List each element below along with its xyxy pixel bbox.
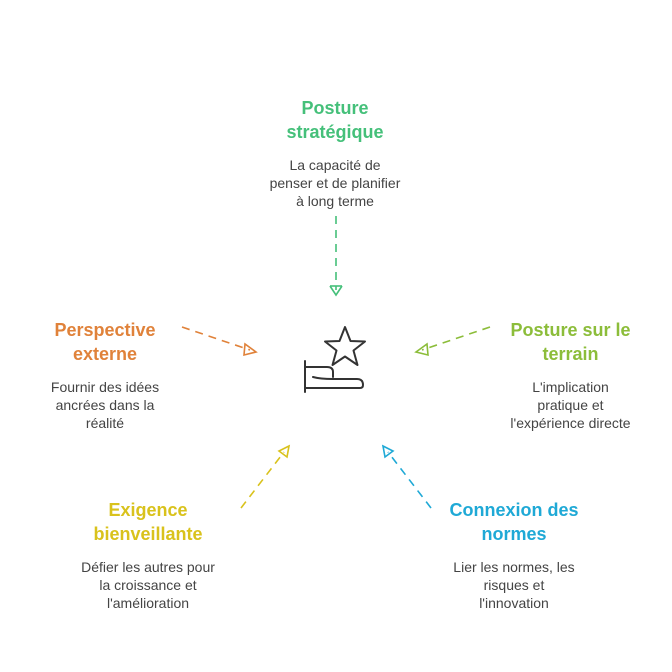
desc-line: l'amélioration — [106, 595, 190, 611]
desc-line: l'innovation — [479, 595, 549, 611]
desc-line: Défier les autres pour — [81, 559, 215, 575]
node-title: Posture sur le terrain — [488, 318, 653, 366]
node-title: Posture stratégique — [235, 96, 435, 144]
desc-line: ancrées dans la — [55, 397, 155, 413]
title-line: normes — [481, 524, 547, 544]
title-line: Exigence — [108, 500, 188, 520]
title-line: terrain — [542, 344, 599, 364]
desc-line: risques et — [483, 577, 545, 593]
hand-holding-star-icon — [304, 326, 366, 393]
arrow-bottom-right — [381, 444, 432, 509]
node-posture-strategique: Posture stratégique La capacité de pense… — [235, 96, 435, 210]
title-line: externe — [72, 344, 138, 364]
node-title: Perspective externe — [15, 318, 195, 366]
arrow-top — [329, 216, 343, 297]
desc-line: la croissance et — [99, 577, 197, 593]
desc-line: Lier les normes, les — [453, 559, 575, 575]
title-line: bienveillante — [93, 524, 203, 544]
desc-line: pratique et — [537, 397, 604, 413]
node-description: L'implication pratique et l'expérience d… — [488, 378, 653, 432]
node-title: Exigence bienveillante — [48, 498, 248, 546]
node-connexion-des-normes: Connexion des normes Lier les normes, le… — [422, 498, 606, 612]
desc-line: L'implication — [532, 379, 609, 395]
title-line: Posture sur le — [510, 320, 631, 340]
node-title: Connexion des normes — [422, 498, 606, 546]
desc-line: réalité — [85, 415, 125, 431]
title-line: Connexion des — [449, 500, 579, 520]
node-description: Défier les autres pour la croissance et … — [48, 558, 248, 612]
node-posture-sur-le-terrain: Posture sur le terrain L'implication pra… — [488, 318, 653, 432]
arrow-right — [414, 326, 491, 357]
desc-line: l'expérience directe — [510, 415, 631, 431]
desc-line: penser et de planifier — [269, 175, 401, 191]
arrow-bottom-left — [240, 444, 291, 509]
title-line: Perspective — [54, 320, 156, 340]
node-description: Lier les normes, les risques et l'innova… — [422, 558, 606, 612]
title-line: Posture — [301, 98, 369, 118]
title-line: stratégique — [286, 122, 384, 142]
node-description: Fournir des idées ancrées dans la réalit… — [15, 378, 195, 432]
desc-line: Fournir des idées — [50, 379, 160, 395]
arrow-left — [181, 326, 258, 357]
node-description: La capacité de penser et de planifier à … — [235, 156, 435, 210]
node-perspective-externe: Perspective externe Fournir des idées an… — [15, 318, 195, 432]
desc-line: La capacité de — [289, 157, 381, 173]
desc-line: à long terme — [296, 193, 374, 209]
node-exigence-bienveillante: Exigence bienveillante Défier les autres… — [48, 498, 248, 612]
